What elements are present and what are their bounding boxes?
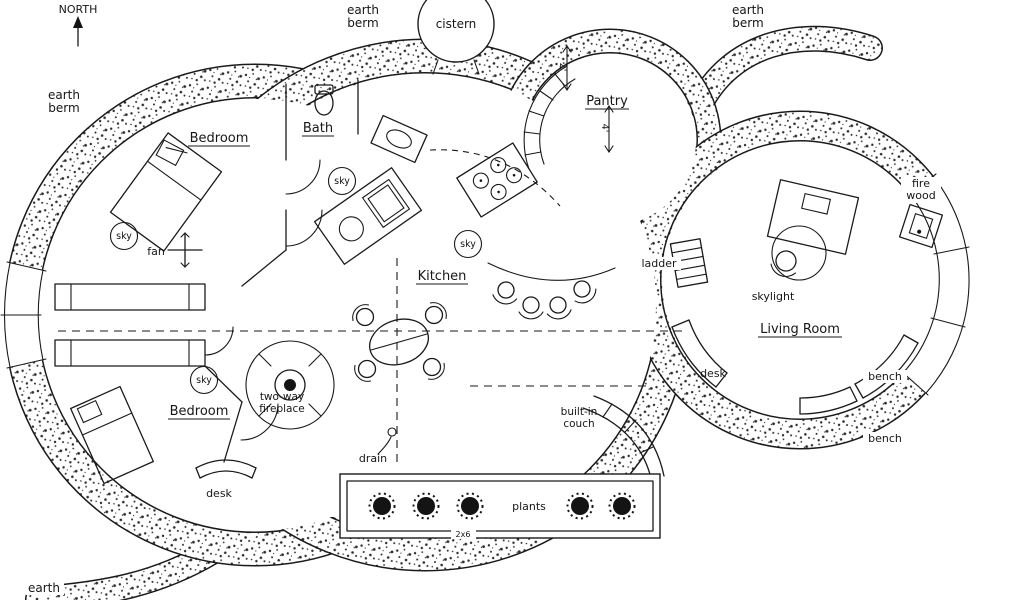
sky-label: sky: [196, 375, 212, 386]
plant: [608, 492, 636, 520]
bedroom-dome-window: [0, 261, 47, 369]
label-box: [26, 582, 64, 595]
plants-label: plants: [512, 500, 546, 513]
living-built-in-desk-arc: [671, 319, 728, 388]
fireplace-label: fireplace: [259, 403, 304, 415]
pantry-dimension-4ft: [604, 105, 614, 153]
stove: [456, 142, 538, 218]
earth-berm-left-label: berm: [48, 101, 79, 115]
interior-partitions: [204, 79, 359, 463]
kitchen-label: Kitchen: [418, 269, 467, 284]
bed-lower: [70, 385, 154, 485]
firewood-label: fire: [912, 177, 930, 190]
cistern: [417, 0, 495, 75]
bench-upper-label: bench: [868, 370, 902, 383]
label-box: [637, 257, 681, 270]
planter-box: [339, 473, 661, 539]
fan-label: fan: [147, 245, 165, 258]
two-way-fireplace: [245, 340, 335, 430]
living-room-label: Living Room: [760, 322, 840, 337]
plant: [368, 492, 396, 520]
firewood-label: wood: [906, 189, 935, 202]
bar-stools: [492, 280, 597, 320]
earth-berm-band-bottom-left: [25, 539, 225, 600]
label-box: [901, 177, 941, 203]
toilet: [314, 84, 334, 116]
couch-label: couch: [563, 418, 594, 430]
pantry-width-dim: 2': [557, 63, 568, 72]
label-box: [863, 370, 907, 383]
earth-berm-band-top-right: [687, 25, 883, 118]
bench-lower-arc: [799, 386, 858, 415]
cistern-label: cistern: [436, 17, 477, 31]
label-underlines: [168, 108, 842, 420]
sky-label: sky: [334, 176, 350, 187]
plant: [456, 492, 484, 520]
bench-lower-label: bench: [868, 432, 902, 445]
drain-label: drain: [359, 452, 387, 465]
bedroom-desk-label: desk: [206, 487, 232, 500]
living-room-windows: [899, 173, 973, 396]
plant: [566, 492, 594, 520]
bedroom-lower-label: Bedroom: [170, 404, 229, 419]
pantry-dimension-2ft: [562, 45, 572, 91]
bar-counter-edge: [487, 262, 616, 281]
north-label: NORTH: [59, 3, 98, 16]
planter-board-dim: 2x6: [456, 530, 471, 539]
living-desk-chair: [770, 250, 797, 277]
label-box: [863, 432, 907, 445]
bath-label: Bath: [303, 121, 333, 136]
bedroom-upper-label: Bedroom: [190, 131, 249, 146]
skylight-circle: [771, 225, 827, 281]
skylight-label: skylight: [752, 290, 795, 303]
earth-bottom-label: earth: [28, 581, 60, 595]
earth-berm-topright-label: berm: [732, 16, 763, 30]
built-in-couch-arc: [582, 395, 665, 483]
earth-berm-left-label: earth: [48, 88, 80, 102]
pantry-shelves: [523, 65, 576, 170]
bath-sink: [370, 114, 428, 164]
pantry-depth-dim: 4': [599, 124, 610, 133]
built-in-dressers: [54, 283, 206, 367]
living-desk-label: desk: [700, 367, 726, 380]
plants: [368, 492, 636, 520]
bedroom-desk: [195, 459, 257, 479]
reference-lines: [58, 258, 688, 468]
sky-markers: [109, 166, 483, 395]
sky-label: sky: [460, 239, 476, 250]
label-box: [726, 4, 770, 31]
north-arrow: [73, 16, 83, 47]
couch-label: built-in: [561, 406, 598, 418]
plant: [412, 492, 440, 520]
firewood-box: [898, 203, 944, 249]
earth-berm-topright-label: earth: [732, 3, 764, 17]
earth-berm-top-label: earth: [347, 3, 379, 17]
earth-berm-top-label: berm: [347, 16, 378, 30]
ladder-label: ladder: [641, 257, 677, 270]
living-desk-table: [766, 179, 860, 255]
fireplace-label: two-way: [260, 391, 304, 403]
ceiling-fan-symbol: [167, 232, 203, 268]
sky-label: sky: [116, 231, 132, 242]
kitchen-counter-sink: [313, 167, 423, 265]
floor-drain: [377, 427, 397, 455]
pantry-label: Pantry: [586, 94, 628, 109]
floor-interior: [39, 54, 938, 536]
label-box: [451, 530, 476, 539]
kitchen-table: [352, 302, 447, 382]
